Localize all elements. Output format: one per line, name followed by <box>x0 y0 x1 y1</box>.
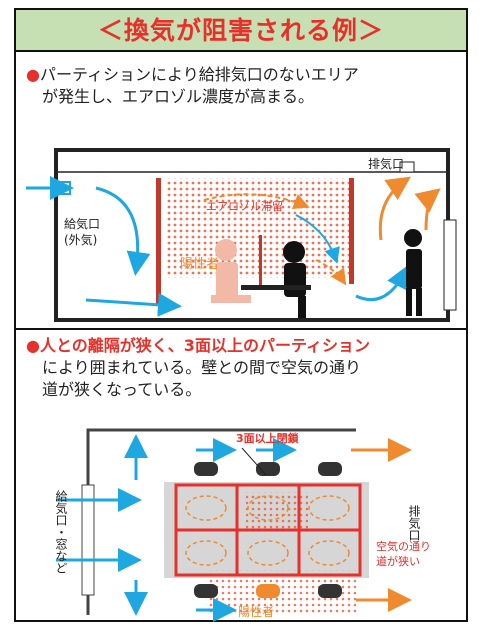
closed-label: 3面以上閉鎖 <box>236 431 300 445</box>
floor-plan-diagram: 3面以上閉鎖 空気の通り 道が狭い 陽性者 給気口・窓など 排気口 <box>54 428 431 622</box>
exhaust-arrows <box>351 438 412 612</box>
exhaust-arrow <box>378 176 411 241</box>
page-title: ＜換気が阻害される例＞ <box>97 16 384 45</box>
narrow-label-1: 空気の通り <box>376 539 431 553</box>
bullet-dot: ● <box>26 336 40 355</box>
infected-person <box>211 239 251 303</box>
title-bar: ＜換気が阻害される例＞ <box>16 10 466 52</box>
section1-text: ●パーティションにより給排気口のないエリア が発生し、エアロゾル濃度が高まる。 <box>26 64 359 108</box>
callout-line <box>241 447 267 476</box>
infected-label: 陽性者 <box>238 605 274 619</box>
partition-grid <box>174 483 362 577</box>
section-divider <box>16 328 466 330</box>
partition-left <box>156 178 161 304</box>
room-section-diagram: 排気口 給気口 (外気) エアロゾル滞留 陽性者 <box>26 148 457 322</box>
outside-air-label: (外気) <box>64 232 97 247</box>
infected-chair <box>256 584 280 598</box>
exhaust-arrow <box>414 188 441 231</box>
partition-desk <box>259 235 262 285</box>
supply-label: 給気口 <box>64 216 100 231</box>
door <box>443 219 457 311</box>
section2-text: ●人との離隔が狭く、3面以上のパーティション により囲まれている。壁との間で空気… <box>26 335 370 401</box>
exhaust-label: 排気口 <box>368 156 404 171</box>
section2-line3: 道が狭くなっている。 <box>42 380 202 399</box>
standing-person <box>404 229 422 316</box>
aerosol-label: エアロゾル滞留 <box>206 200 283 213</box>
airflow-arrow <box>355 264 409 302</box>
aerosol-circulation <box>203 193 310 209</box>
supply-window-label: 給気口・窓など <box>54 490 68 574</box>
section2-line2: により囲まれている。壁との間で空気の通り <box>42 358 362 377</box>
bullet-dot: ● <box>26 65 40 84</box>
exhaust-label: 排気口 <box>407 505 421 541</box>
desk <box>241 285 311 290</box>
section1-line1: パーティションにより給排気口のないエリア <box>39 65 359 84</box>
seated-person <box>283 241 306 318</box>
airflow-arrows <box>56 434 297 622</box>
chairs <box>194 462 342 598</box>
airflow-arrow <box>85 292 182 317</box>
aerosol-circulation <box>185 495 350 566</box>
airflow-arrow <box>95 186 151 276</box>
window <box>81 484 95 596</box>
partition-right <box>349 178 354 284</box>
exhaust-vent <box>399 161 415 173</box>
aerosol-circulation <box>315 259 347 286</box>
narrow-label-2: 道が狭い <box>376 554 420 568</box>
section1-line2: が発生し、エアロゾル濃度が高まる。 <box>42 87 315 106</box>
infected-label: 陽性者 <box>180 257 219 272</box>
section2-line1: 人との離隔が狭く、3面以上のパーティション <box>39 336 370 355</box>
main-frame: ＜換気が阻害される例＞ ●パーティションにより給排気口のないエリア が発生し、エ… <box>14 8 468 622</box>
airflow-arrow <box>295 214 340 264</box>
